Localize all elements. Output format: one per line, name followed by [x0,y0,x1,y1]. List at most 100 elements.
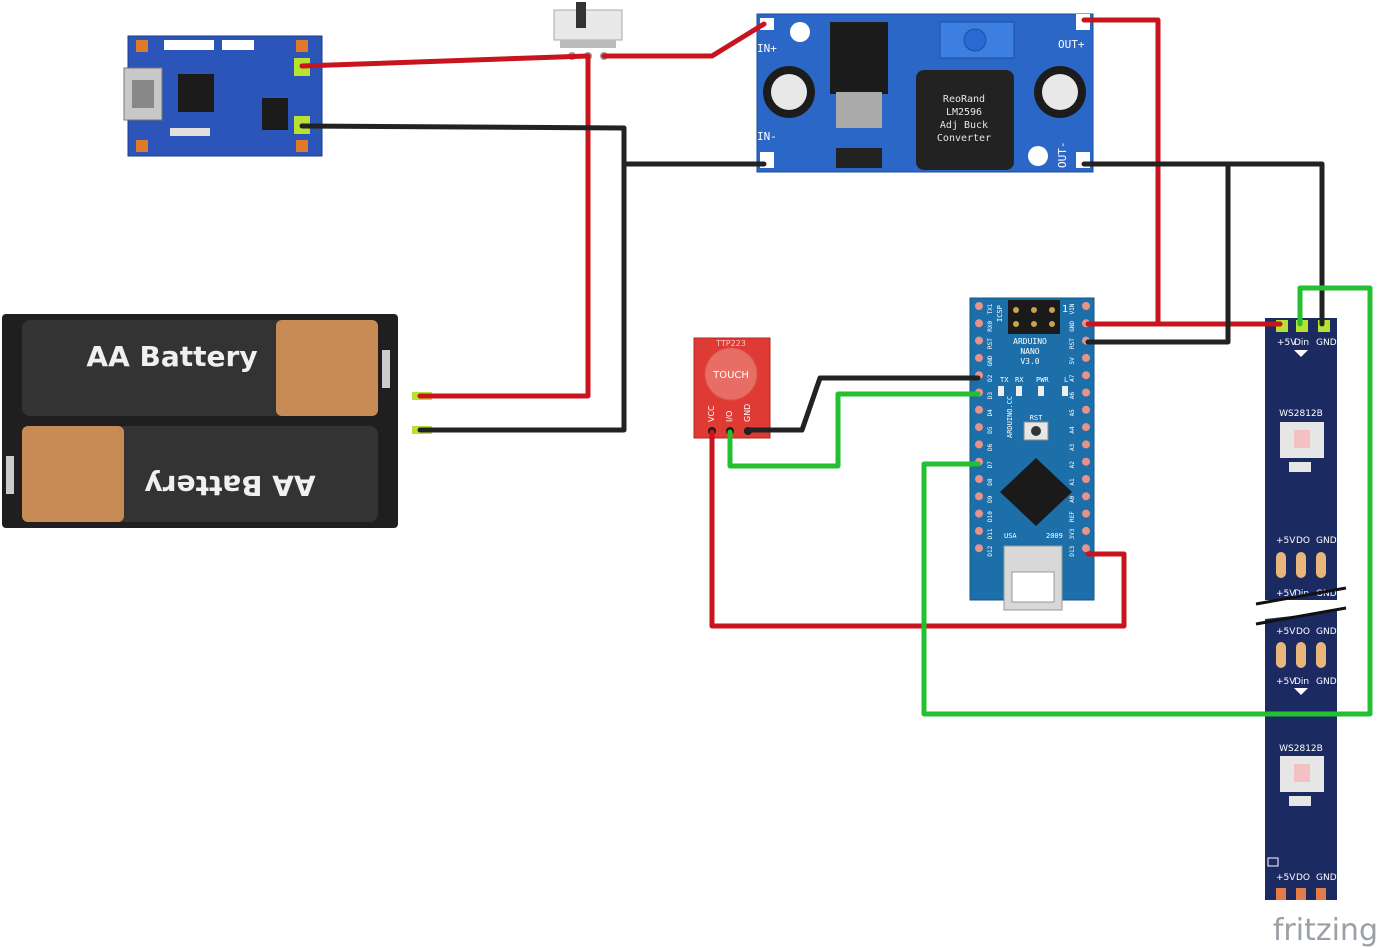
nano-left-pin-label-d10: D10 [987,511,994,522]
nano-icsp-label: ICSP [996,305,1004,322]
diode-icon [836,148,882,168]
nano-right-pin-label-vin: VIN [1069,303,1076,314]
nano-right-pin-pad-ref[interactable] [1082,509,1090,518]
nano-left-pin-pad-gnd[interactable] [975,353,983,362]
strip-mid-top-5v: +5V [1276,536,1296,546]
nano-left-pin-label-d9: D9 [987,495,994,503]
nano-left-pin-pad-d4[interactable] [975,405,983,414]
wire-black-charger-ground[interactable] [299,123,627,433]
battery-bottom-label: AA Battery [144,469,315,502]
strip-mid-bottom2-gnd: GND [1316,677,1337,687]
wire-black-touch-ground[interactable] [745,375,981,433]
buck-out-minus-label: OUT- [1056,142,1069,169]
wire-red-battery-switch[interactable] [417,53,591,399]
nano-left-pin-pad-d10[interactable] [975,509,983,518]
touch-pin-io: I/O [725,411,734,422]
strip-header-din: Din [1294,338,1309,348]
wire-green-touch-io[interactable] [727,391,981,469]
arduino-nano: ICSP 1 ARDUINO NANO V3.0 ARDUINO.CC TX R… [969,297,1095,611]
strip-mid-bottom-5v: +5V [1276,589,1296,599]
touch-sensor: TTP223 TOUCH VCC I/O GND [693,337,771,439]
nano-right-pin-pad-d13[interactable] [1082,544,1090,553]
slide-switch-lever-icon[interactable] [576,2,586,28]
nano-left-pin-label-rx0: RX0 [987,320,994,331]
nano-left-pin-label-d8: D8 [987,478,994,486]
nano-right-pin-pad-a2[interactable] [1082,457,1090,466]
nano-right-pin-label-a7: A7 [1069,374,1076,382]
wire-red-switch-buck[interactable] [601,21,767,59]
touch-pin-gnd: GND [743,404,752,422]
wire-green-strip-data[interactable] [921,285,1373,717]
icsp-header-icon [1008,300,1060,334]
strip-chip-label-2: WS2812B [1279,744,1323,754]
wire-red-buck-out[interactable] [1081,17,1161,327]
buck-in-plus-label: IN+ [757,42,777,55]
nano-led-rx: RX [1015,376,1024,384]
nano-right-pin-label-a2: A2 [1069,461,1076,469]
nano-right-pin-pad-a0[interactable] [1082,492,1090,501]
nano-right-pin-label-rst: RST [1069,338,1076,349]
nano-led-tx: TX [1000,376,1009,384]
nano-title-line-3: V3.0 [1020,357,1039,366]
nano-left-pin-pad-rx0[interactable] [975,319,983,328]
nano-left-pin-label-d12: D12 [987,545,994,556]
nano-right-pin-pad-a4[interactable] [1082,423,1090,432]
nano-usa-label: USA [1004,532,1017,540]
strip-mid-top-gnd: GND [1316,536,1337,546]
strip-mid-bottom2-5v: +5V [1276,677,1296,687]
nano-vertical-label: ARDUINO.CC [1006,396,1014,438]
nano-right-pin-pad-a5[interactable] [1082,405,1090,414]
nano-right-pin-pad-a6[interactable] [1082,388,1090,397]
nano-left-pin-pad-d6[interactable] [975,440,983,449]
buck-label-line-2: LM2596 [946,107,982,118]
wire-red-charger-switch[interactable] [299,53,591,69]
slide-switch[interactable] [553,2,623,60]
nano-left-pin-pad-d8[interactable] [975,475,983,483]
nano-left-pin-pad-rst[interactable] [975,336,983,345]
nano-right-pin-pad-a1[interactable] [1082,475,1090,483]
strip-mid-bottom-gnd: GND [1316,589,1337,599]
nano-left-pin-pad-tx1[interactable] [975,302,983,310]
strip-footer-do: DO [1296,873,1310,883]
nano-title-line-1: ARDUINO [1013,337,1047,346]
nano-year-label: 2009 [1046,532,1063,540]
touch-sensor-title: TTP223 [715,339,746,348]
nano-title-line-2: NANO [1020,347,1039,356]
slide-switch-body [553,9,623,41]
touch-pad-label: TOUCH [712,370,749,381]
wire-red-touch-vcc[interactable] [709,429,1127,629]
nano-left-pin-pad-d9[interactable] [975,492,983,501]
mcu-chip-icon [1000,458,1072,526]
buck-converter: IN+ IN- OUT+ OUT- ReoRand LM2596 Adj Buc… [756,13,1094,173]
nano-right-pin-pad-3v3[interactable] [1082,526,1090,535]
nano-right-pin-pad-vin[interactable] [1082,302,1090,310]
strip-chip-label-1: WS2812B [1279,409,1323,419]
nano-right-pin-label-a3: A3 [1069,443,1076,451]
nano-right-pin-pad-a7[interactable] [1082,371,1090,380]
nano-right-pin-label-a0: A0 [1069,495,1076,503]
nano-led-pwr: PWR [1036,376,1049,384]
nano-left-pin-pad-d11[interactable] [975,526,983,535]
nano-left-pin-pad-d5[interactable] [975,423,983,432]
nano-right-pin-label-d13: D13 [1069,545,1076,556]
nano-right-pin-pad-5v[interactable] [1082,353,1090,362]
wire-black-nano-ground[interactable] [1085,161,1231,345]
buck-label-line-3: Adj Buck [940,120,988,131]
nano-left-pin-label-d7: D7 [987,461,994,469]
strip-mid-top2-do: DO [1296,627,1310,637]
charger-board [123,35,323,157]
nano-right-pin-pad-a3[interactable] [1082,440,1090,449]
nano-left-pin-label-rst: RST [987,338,994,349]
touch-pad-icon[interactable] [704,347,758,401]
nano-left-pin-label-d3: D3 [987,392,994,400]
nano-right-pin-label-gnd: GND [1069,320,1076,331]
nano-led-l: L [1064,376,1068,384]
wire-black-buck-out-ground[interactable] [1081,161,1325,327]
nano-left-pin-label-tx1: TX1 [987,303,994,314]
nano-right-pin-label-ref: REF [1069,511,1076,522]
nano-right-pin-label-a1: A1 [1069,478,1076,486]
nano-left-pin-pad-d12[interactable] [975,544,983,553]
